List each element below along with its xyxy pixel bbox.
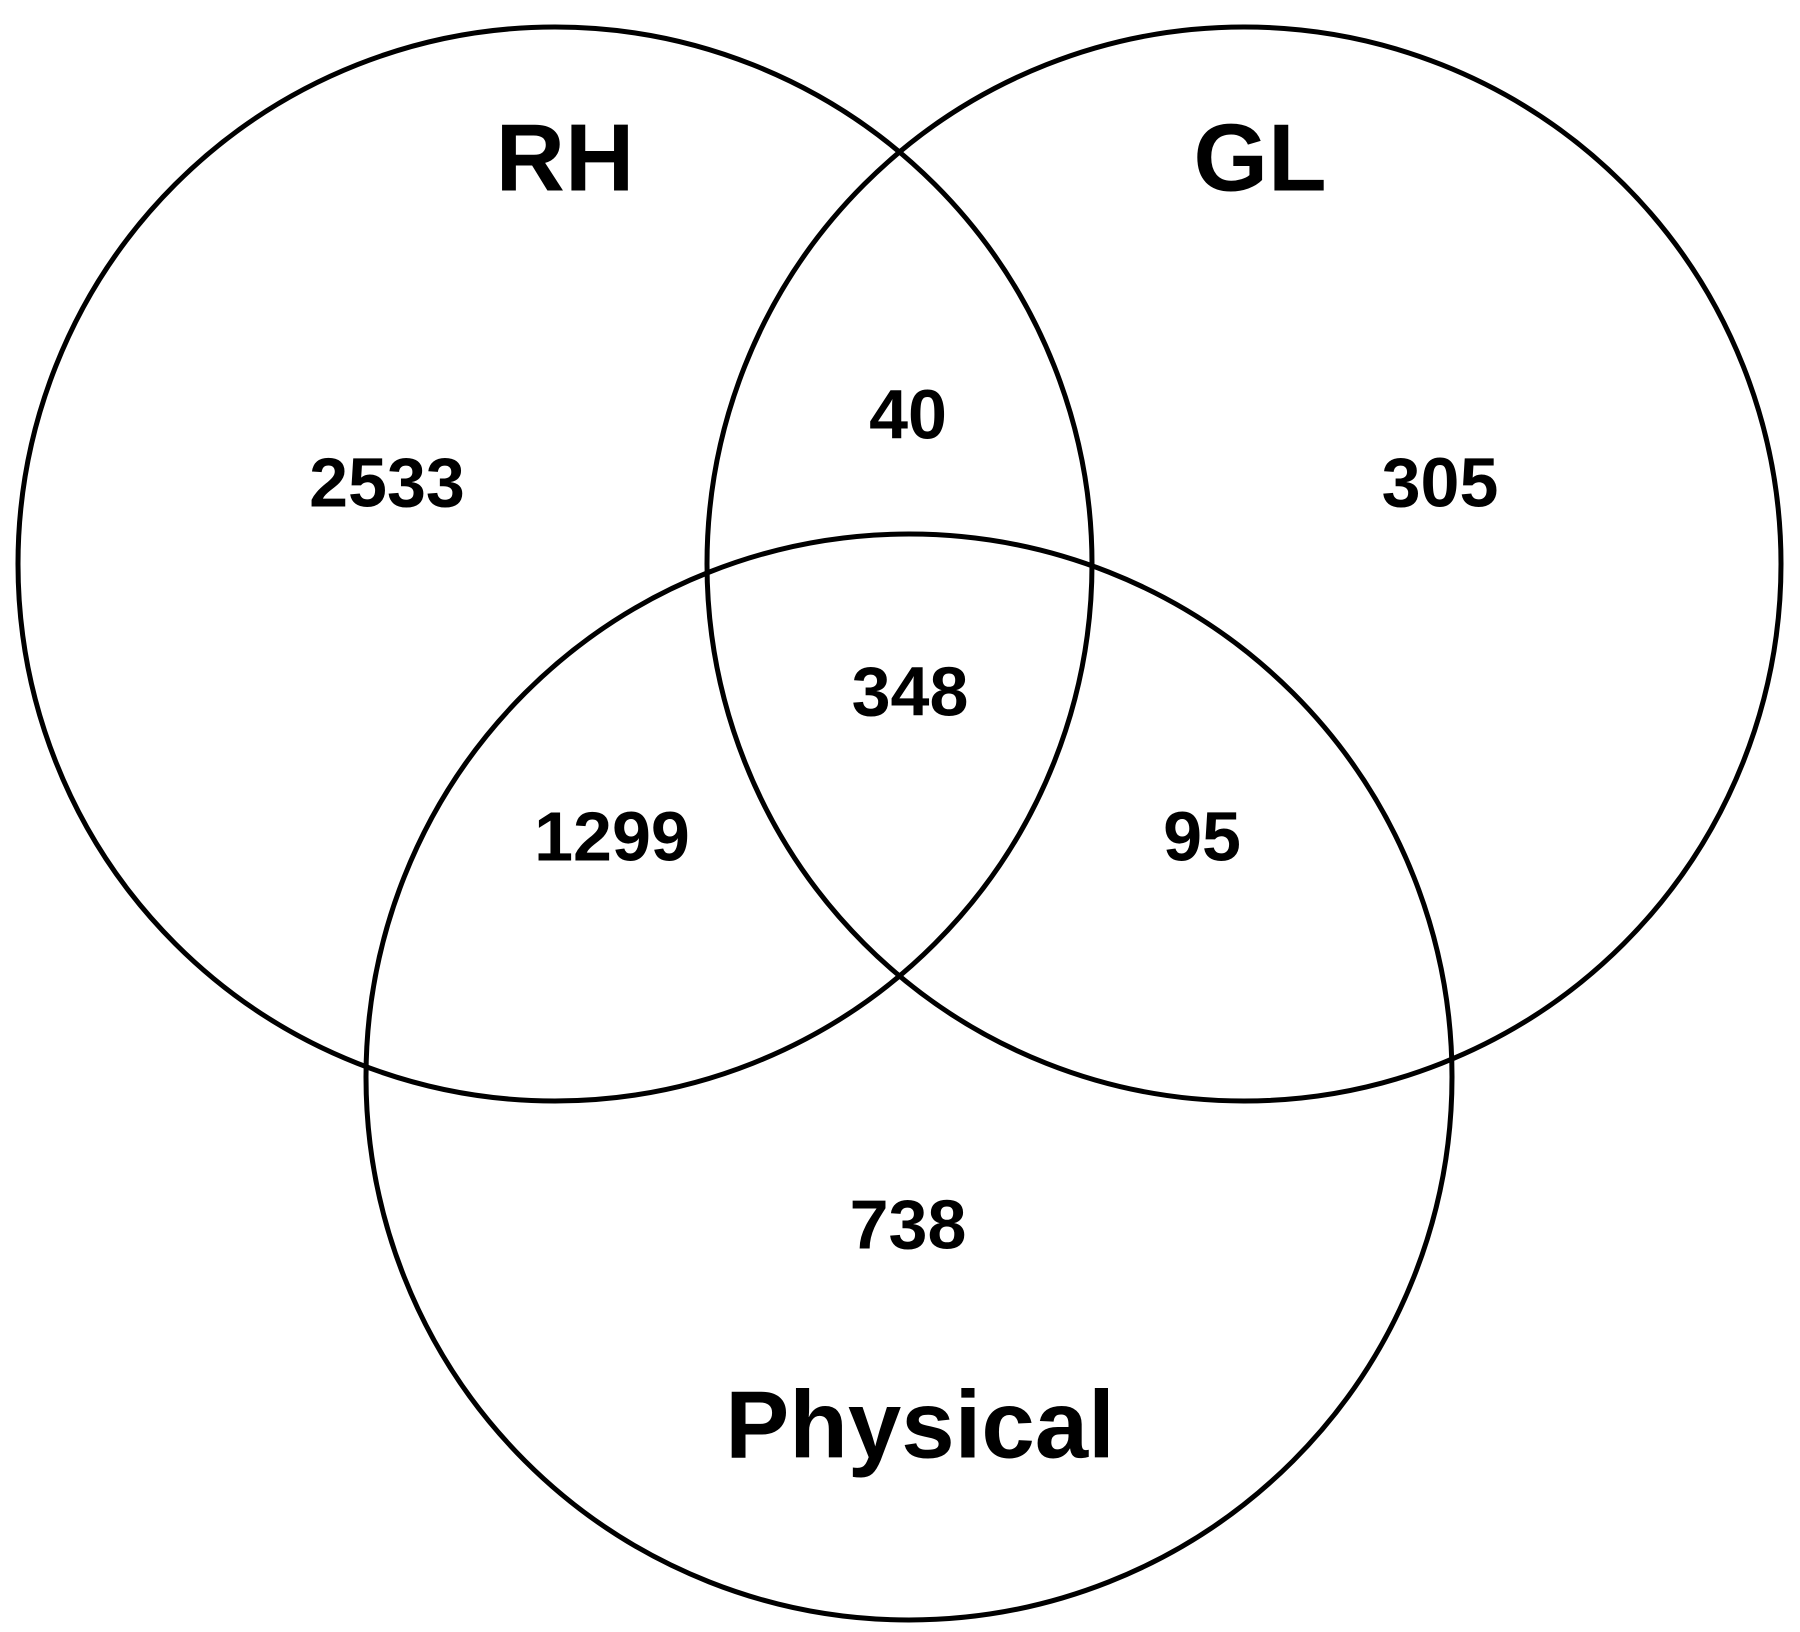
rh-set-label: RH — [496, 104, 635, 211]
gl-only-count: 305 — [1382, 443, 1499, 521]
physical-only-count: 738 — [850, 1185, 967, 1263]
gl-physical-count: 95 — [1163, 797, 1241, 875]
all-three-count: 348 — [852, 652, 969, 730]
rh-physical-count: 1299 — [534, 797, 690, 875]
physical-circle — [363, 531, 1455, 1623]
gl-set-label: GL — [1193, 104, 1326, 211]
rh-gl-count: 40 — [869, 375, 947, 453]
rh-only-count: 2533 — [309, 443, 465, 521]
physical-set-label: Physical — [725, 1371, 1115, 1478]
gl-circle — [704, 24, 1784, 1104]
